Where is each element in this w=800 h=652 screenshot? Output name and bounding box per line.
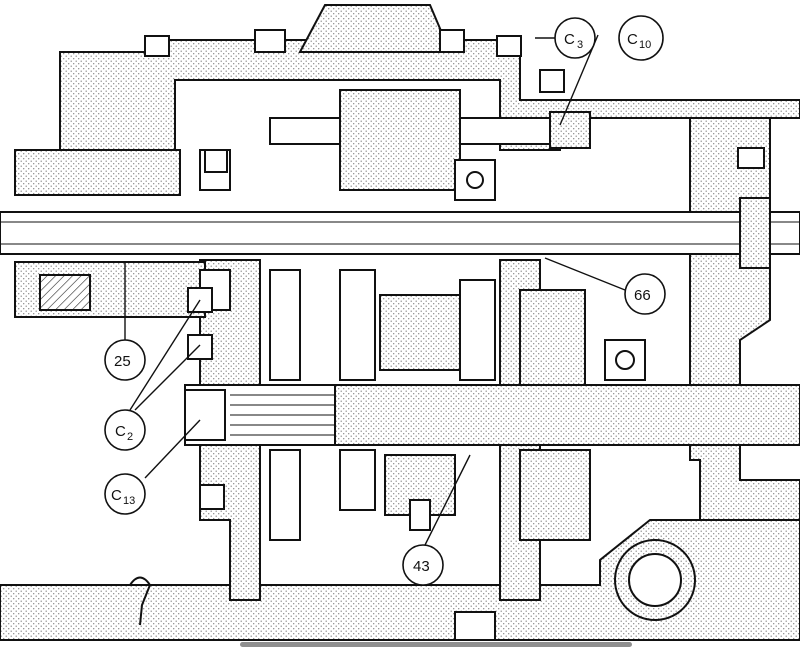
bolts xyxy=(144,29,765,641)
callout-c3-main: C xyxy=(564,31,575,48)
callout-c13-main: C xyxy=(111,487,122,504)
callout-c2-sub: 2 xyxy=(127,431,133,443)
callout-66-text: 66 xyxy=(634,287,651,304)
callout-43: 43 xyxy=(402,544,444,586)
output-shaft-group xyxy=(184,384,800,446)
input-shaft xyxy=(0,211,800,255)
right-housing-wall xyxy=(689,117,800,521)
gear-1 xyxy=(269,269,301,381)
shaft-collar xyxy=(739,197,771,269)
callout-43-text: 43 xyxy=(413,558,430,575)
callout-25-text: 25 xyxy=(114,353,131,370)
upper-shaft-group xyxy=(269,89,591,201)
callout-25: 25 xyxy=(104,339,146,381)
gear-2 xyxy=(339,269,376,381)
callout-c3-sub: 3 xyxy=(577,39,583,51)
callout-c2: C 2 xyxy=(104,409,146,451)
bolt-c10 xyxy=(549,111,591,149)
callout-66: 66 xyxy=(624,273,666,315)
callout-c3: C 3 xyxy=(554,17,596,59)
nut-c13 xyxy=(184,389,226,441)
clutch-upper xyxy=(14,149,181,196)
callout-c10: C 10 xyxy=(618,15,664,61)
callout-c13: C 13 xyxy=(104,473,146,515)
output-bearing-lower xyxy=(519,449,591,541)
gear-3 xyxy=(459,279,496,381)
right-bearing xyxy=(604,339,646,381)
shift-tower xyxy=(298,4,452,53)
output-bearing xyxy=(519,289,586,386)
upper-bearing xyxy=(454,159,496,201)
cotter-pin xyxy=(129,576,152,626)
home-indicator[interactable] xyxy=(240,642,632,647)
synchro-hub xyxy=(379,294,461,371)
upper-gear xyxy=(339,89,461,191)
callout-c2-main: C xyxy=(115,423,126,440)
leader-lines xyxy=(124,34,626,546)
gear-1-lower xyxy=(269,449,301,541)
callout-c10-sub: 10 xyxy=(639,39,651,51)
callout-c10-main: C xyxy=(627,31,638,48)
lower-housing xyxy=(0,519,800,641)
gear-2-lower xyxy=(339,449,376,511)
callout-c13-sub: 13 xyxy=(123,495,135,507)
drain-port xyxy=(614,539,696,621)
main-shaft xyxy=(0,197,800,269)
friction-pack xyxy=(39,274,91,311)
